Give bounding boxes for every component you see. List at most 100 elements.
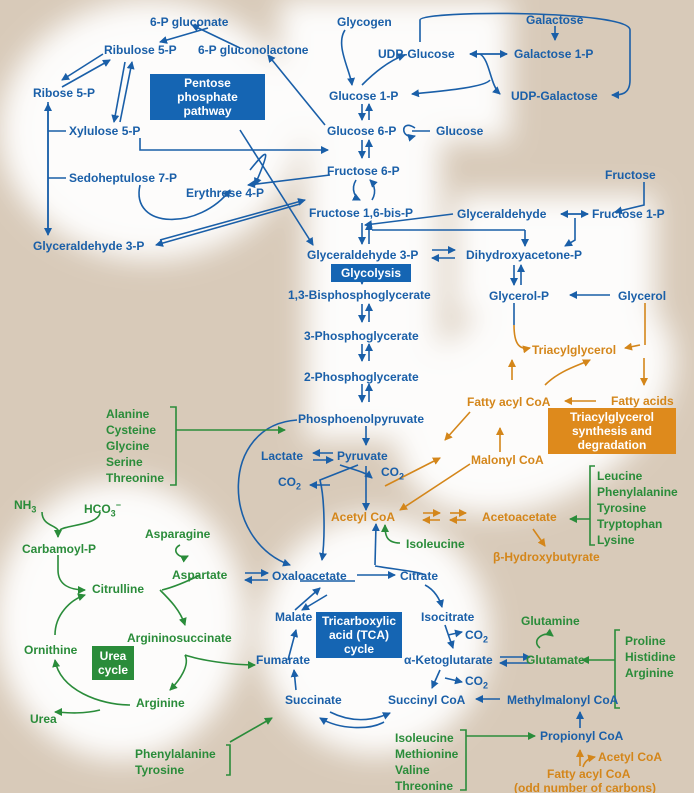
node-co2-pyruvate-out: CO2 <box>381 465 404 483</box>
amino-acid-label: Arginine <box>625 666 674 680</box>
hco3-superscript: − <box>115 500 121 510</box>
co2-text: CO <box>278 475 296 489</box>
amino-acid-label: Phenylalanine <box>135 747 216 761</box>
node-xylulose-5p: Xylulose 5-P <box>69 124 141 138</box>
node-acetoacetate: Acetoacetate <box>482 510 557 524</box>
node-glycerol: Glycerol <box>618 289 667 303</box>
amino-acid-label: Histidine <box>625 650 676 664</box>
node-glyceraldehyde-3p-pentose: Glyceraldehyde 3-P <box>33 239 145 253</box>
tca-cycle-box: Tricarboxylic acid (TCA) cycle <box>316 612 402 658</box>
node-phosphoenolpyruvate: Phosphoenolpyruvate <box>298 412 425 426</box>
pathway-box-line: degradation <box>577 438 647 452</box>
pathway-box-line: Tricarboxylic <box>321 614 397 628</box>
node-nh3: NH3 <box>14 498 36 516</box>
node-succinate: Succinate <box>285 693 342 707</box>
node-glutamine: Glutamine <box>521 614 580 628</box>
node-ribose-5p: Ribose 5-P <box>33 86 96 100</box>
node-udp-glucose: UDP-Glucose <box>378 47 455 61</box>
amino-acid-label: Phenylalanine <box>597 485 678 499</box>
node-fatty-acyl-coa-odd: Fatty acyl CoA <box>547 767 631 781</box>
node-fructose: Fructose <box>605 168 656 182</box>
node-acetyl-coa-odd: Acetyl CoA <box>598 750 663 764</box>
node-isoleucine: Isoleucine <box>406 537 465 551</box>
node-ribulose-5p: Ribulose 5-P <box>104 43 177 57</box>
amino-acid-label: Methionine <box>395 747 459 761</box>
node-arginine: Arginine <box>136 696 185 710</box>
glycolysis-box: Glycolysis <box>331 264 411 282</box>
amino-group-fumarate: Phenylalanine Tyrosine <box>135 747 216 777</box>
pathway-box-line: pathway <box>183 104 232 118</box>
node-urea: Urea <box>30 712 57 726</box>
node-fatty-acids: Fatty acids <box>611 394 674 408</box>
co2-text: CO <box>465 628 483 642</box>
node-co2-ketoglutarate: CO2 <box>465 674 488 692</box>
amino-acid-label: Threonine <box>395 779 454 793</box>
co2-text: CO <box>381 465 399 479</box>
pathway-box-line: acid (TCA) <box>329 628 389 642</box>
node-6p-gluconolactone: 6-P gluconolactone <box>198 43 309 57</box>
node-erythrose-4p: Erythrose 4-P <box>186 186 265 200</box>
pathway-box-line: Triacylglycerol <box>569 410 655 424</box>
node-glycerol-p: Glycerol-P <box>489 289 550 303</box>
node-beta-hydroxybutyrate: β-Hydroxybutyrate <box>493 550 600 564</box>
node-glyceraldehyde-3p: Glyceraldehyde 3-P <box>307 248 419 262</box>
pathway-box-line: cycle <box>97 663 129 677</box>
amino-acid-label: Tryptophan <box>597 517 663 531</box>
amino-group-ketogenic: Leucine Phenylalanine Tyrosine Tryptopha… <box>597 469 678 547</box>
node-pyruvate: Pyruvate <box>337 449 388 463</box>
node-fatty-acyl-coa: Fatty acyl CoA <box>467 395 551 409</box>
node-3-phosphoglycerate: 3-Phosphoglycerate <box>304 329 419 343</box>
node-glyceraldehyde: Glyceraldehyde <box>457 207 547 221</box>
node-glucose-6p: Glucose 6-P <box>327 124 397 138</box>
node-co2-pyruvate-in: CO2 <box>278 475 301 493</box>
amino-acid-label: Leucine <box>597 469 643 483</box>
amino-acid-label: Serine <box>106 455 143 469</box>
amino-acid-label: Cysteine <box>106 423 157 437</box>
node-isocitrate: Isocitrate <box>421 610 475 624</box>
pathway-box-line: synthesis and <box>571 424 653 438</box>
node-1-3-bisphosphoglycerate: 1,3-Bisphosphoglycerate <box>288 288 431 302</box>
node-glutamate: Glutamate <box>526 653 585 667</box>
node-propionyl-coa: Propionyl CoA <box>540 729 624 743</box>
node-lactate: Lactate <box>261 449 304 463</box>
triacylglycerol-box: Triacylglycerol synthesis and degradatio… <box>548 408 676 454</box>
node-citrate: Citrate <box>400 569 439 583</box>
amino-acid-label: Isoleucine <box>395 731 454 745</box>
node-glucose: Glucose <box>436 124 484 138</box>
node-galactose-1p: Galactose 1-P <box>514 47 594 61</box>
pathway-box-line: Glycolysis <box>340 266 402 280</box>
urea-cycle-box: Urea cycle <box>92 646 134 680</box>
node-aspartate: Aspartate <box>172 568 228 582</box>
node-citrulline: Citrulline <box>92 582 145 596</box>
co2-subscript: 2 <box>483 634 489 645</box>
pentose-phosphate-pathway-box: Pentose phosphate pathway <box>150 74 265 120</box>
amino-acid-label: Proline <box>625 634 666 648</box>
node-acetyl-coa: Acetyl CoA <box>331 510 396 524</box>
node-dihydroxyacetone-p: Dihydroxyacetone-P <box>466 248 583 262</box>
amino-acid-label: Threonine <box>106 471 165 485</box>
node-2-phosphoglycerate: 2-Phosphoglycerate <box>304 370 419 384</box>
amino-acid-label: Tyrosine <box>597 501 647 515</box>
amino-acid-links <box>41 406 620 791</box>
amino-group-propionyl: Isoleucine Methionine Valine Threonine <box>395 731 458 793</box>
node-malonyl-coa: Malonyl CoA <box>471 453 544 467</box>
amino-acid-label: Valine <box>395 763 430 777</box>
node-fumarate: Fumarate <box>256 653 311 667</box>
amino-group-glutamate: Proline Histidine Arginine <box>625 634 676 680</box>
node-carbamoyl-p: Carbamoyl-P <box>22 542 97 556</box>
node-fructose-6p: Fructose 6-P <box>327 164 400 178</box>
node-fructose-1p: Fructose 1-P <box>592 207 665 221</box>
node-co2-isocitrate: CO2 <box>465 628 488 646</box>
node-argininosuccinate: Argininosuccinate <box>127 631 232 645</box>
co2-subscript: 2 <box>483 680 489 691</box>
nh3-text: NH <box>14 498 32 512</box>
node-galactose: Galactose <box>526 13 584 27</box>
node-triacylglycerol: Triacylglycerol <box>532 343 617 357</box>
amino-acid-label: Alanine <box>106 407 150 421</box>
amino-acid-label: Tyrosine <box>135 763 185 777</box>
co2-text: CO <box>465 674 483 688</box>
node-glycogen: Glycogen <box>337 15 392 29</box>
node-udp-galactose: UDP-Galactose <box>511 89 598 103</box>
node-fructose-1-6-bisp: Fructose 1,6-bis-P <box>309 206 414 220</box>
